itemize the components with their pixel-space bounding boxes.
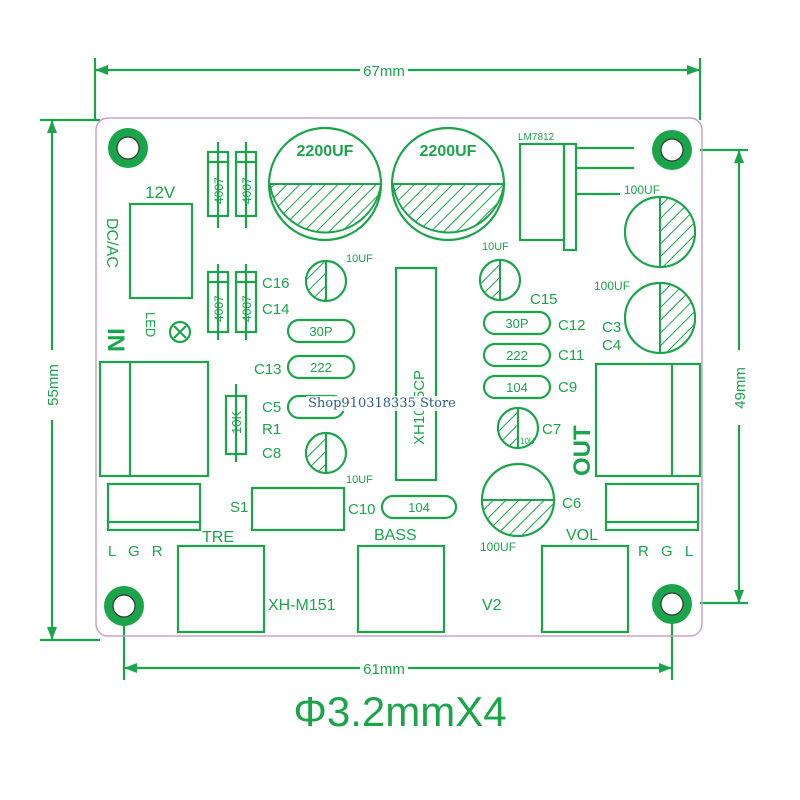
hole-spec-caption: Φ3.2mmX4	[293, 688, 507, 735]
capacitor-30p-right: 30P	[482, 310, 552, 336]
label-c4: C4	[602, 337, 621, 354]
label-c7: C7	[542, 421, 561, 438]
dimension-left-label: 55mm	[45, 364, 62, 406]
label-c13: C13	[254, 361, 282, 378]
pot-bass	[356, 544, 446, 634]
cap-label: 10U	[520, 437, 535, 446]
label-c9: C9	[558, 379, 577, 396]
resistor-label: 10K	[229, 411, 244, 434]
dimension-bottom: 61mm	[122, 608, 674, 680]
label-out: OUT	[569, 425, 596, 476]
label-12v: 12V	[145, 183, 176, 202]
switch-s1	[250, 486, 346, 532]
label-c10: C10	[348, 501, 376, 518]
label-c5: C5	[262, 399, 281, 416]
capacitor-222-left: 222	[286, 354, 356, 380]
cap-label: 2200UF	[420, 143, 477, 160]
dimension-top-label: 67mm	[363, 63, 405, 80]
capacitor-c15: 10UF	[478, 241, 522, 302]
output-terminal	[604, 482, 700, 532]
cap-label: 30P	[309, 324, 332, 339]
diode-label: 4007	[212, 177, 226, 204]
label-s1: S1	[230, 499, 248, 516]
cap-label: 100UF	[624, 183, 660, 197]
label-c16: C16	[262, 275, 290, 292]
cap-label: 10UF	[346, 474, 373, 486]
cap-label: 222	[506, 348, 528, 363]
dimension-right-label: 49mm	[732, 367, 749, 409]
label-c3: C3	[602, 319, 621, 336]
label-dc-ac: DC/AC	[103, 218, 120, 268]
label-led: LED	[143, 312, 158, 337]
dimension-top: 67mm	[93, 58, 702, 120]
cap-label: 30P	[505, 316, 528, 331]
label-c8: C8	[262, 445, 281, 462]
capacitor-c10: 104	[380, 494, 458, 520]
cap-label: 2200UF	[297, 143, 354, 160]
cap-label: 10UF	[482, 241, 509, 253]
power-connector	[128, 202, 194, 300]
diode-label: 4007	[212, 295, 226, 322]
label-c6: C6	[562, 495, 581, 512]
dimension-right: 49mm	[700, 148, 749, 605]
cap-label: 104	[408, 500, 430, 515]
label-c11: C11	[558, 347, 584, 364]
cap-label: 10UF	[346, 253, 373, 265]
label-rgl: R G L	[638, 543, 697, 560]
regulator-lm7812: LM7812	[518, 132, 634, 252]
diode-label: 4007	[240, 295, 254, 322]
diode-label: 4007	[240, 177, 254, 204]
mounting-hole-tl	[108, 128, 148, 168]
capacitor-c6: 100UF	[480, 462, 556, 554]
diode-group-bottom: 4007 4007	[206, 264, 258, 340]
label-c15: C15	[530, 291, 558, 308]
capacitor-c16: 10UF	[304, 253, 373, 303]
capacitor-2200uf-left: 2200UF	[267, 126, 383, 242]
capacitor-100uf-top: 100UF	[623, 183, 697, 269]
cap-label: 104	[506, 380, 528, 395]
label-c14: C14	[262, 301, 290, 318]
label-model: XH-M151	[268, 597, 336, 614]
cap-label: 100UF	[594, 279, 630, 293]
capacitor-222-right: 222	[482, 342, 552, 368]
resistor-10k: 10K	[224, 384, 248, 462]
board-outline	[95, 117, 703, 637]
cap-label: 222	[310, 360, 332, 375]
label-in: IN	[102, 328, 129, 352]
dimension-bottom-label: 61mm	[363, 661, 405, 678]
label-c12: C12	[558, 317, 586, 334]
label-vol: VOL	[566, 527, 598, 544]
label-tre: TRE	[202, 529, 234, 546]
mounting-hole-br	[652, 584, 692, 624]
dimension-left: 55mm	[40, 118, 100, 642]
capacitor-104-right: 104	[482, 374, 552, 400]
input-jack	[98, 360, 210, 478]
input-terminal	[106, 482, 202, 532]
capacitor-c7: 10U	[496, 406, 540, 450]
pot-volume	[540, 544, 630, 634]
ic-chip: XH1075CP	[394, 266, 438, 482]
led-symbol	[168, 320, 192, 344]
capacitor-100uf-mid: 100UF	[594, 279, 697, 355]
label-r1: R1	[262, 421, 281, 438]
mounting-hole-tr	[652, 130, 692, 170]
diode-group-top: 4007 4007	[206, 142, 258, 228]
output-jack	[594, 362, 702, 478]
capacitor-c8: 10UF	[304, 431, 373, 486]
regulator-label: LM7812	[518, 132, 555, 143]
cap-label: 100UF	[480, 540, 516, 554]
store-watermark: Shop910318335 Store	[306, 396, 458, 411]
label-v2: V2	[482, 597, 502, 614]
label-bass: BASS	[374, 527, 417, 544]
label-lgr: L G R	[108, 543, 167, 560]
mounting-hole-bl	[104, 586, 144, 626]
capacitor-2200uf-right: 2200UF	[390, 126, 506, 242]
pot-treble	[176, 544, 266, 634]
capacitor-30p-left: 30P	[286, 318, 356, 344]
